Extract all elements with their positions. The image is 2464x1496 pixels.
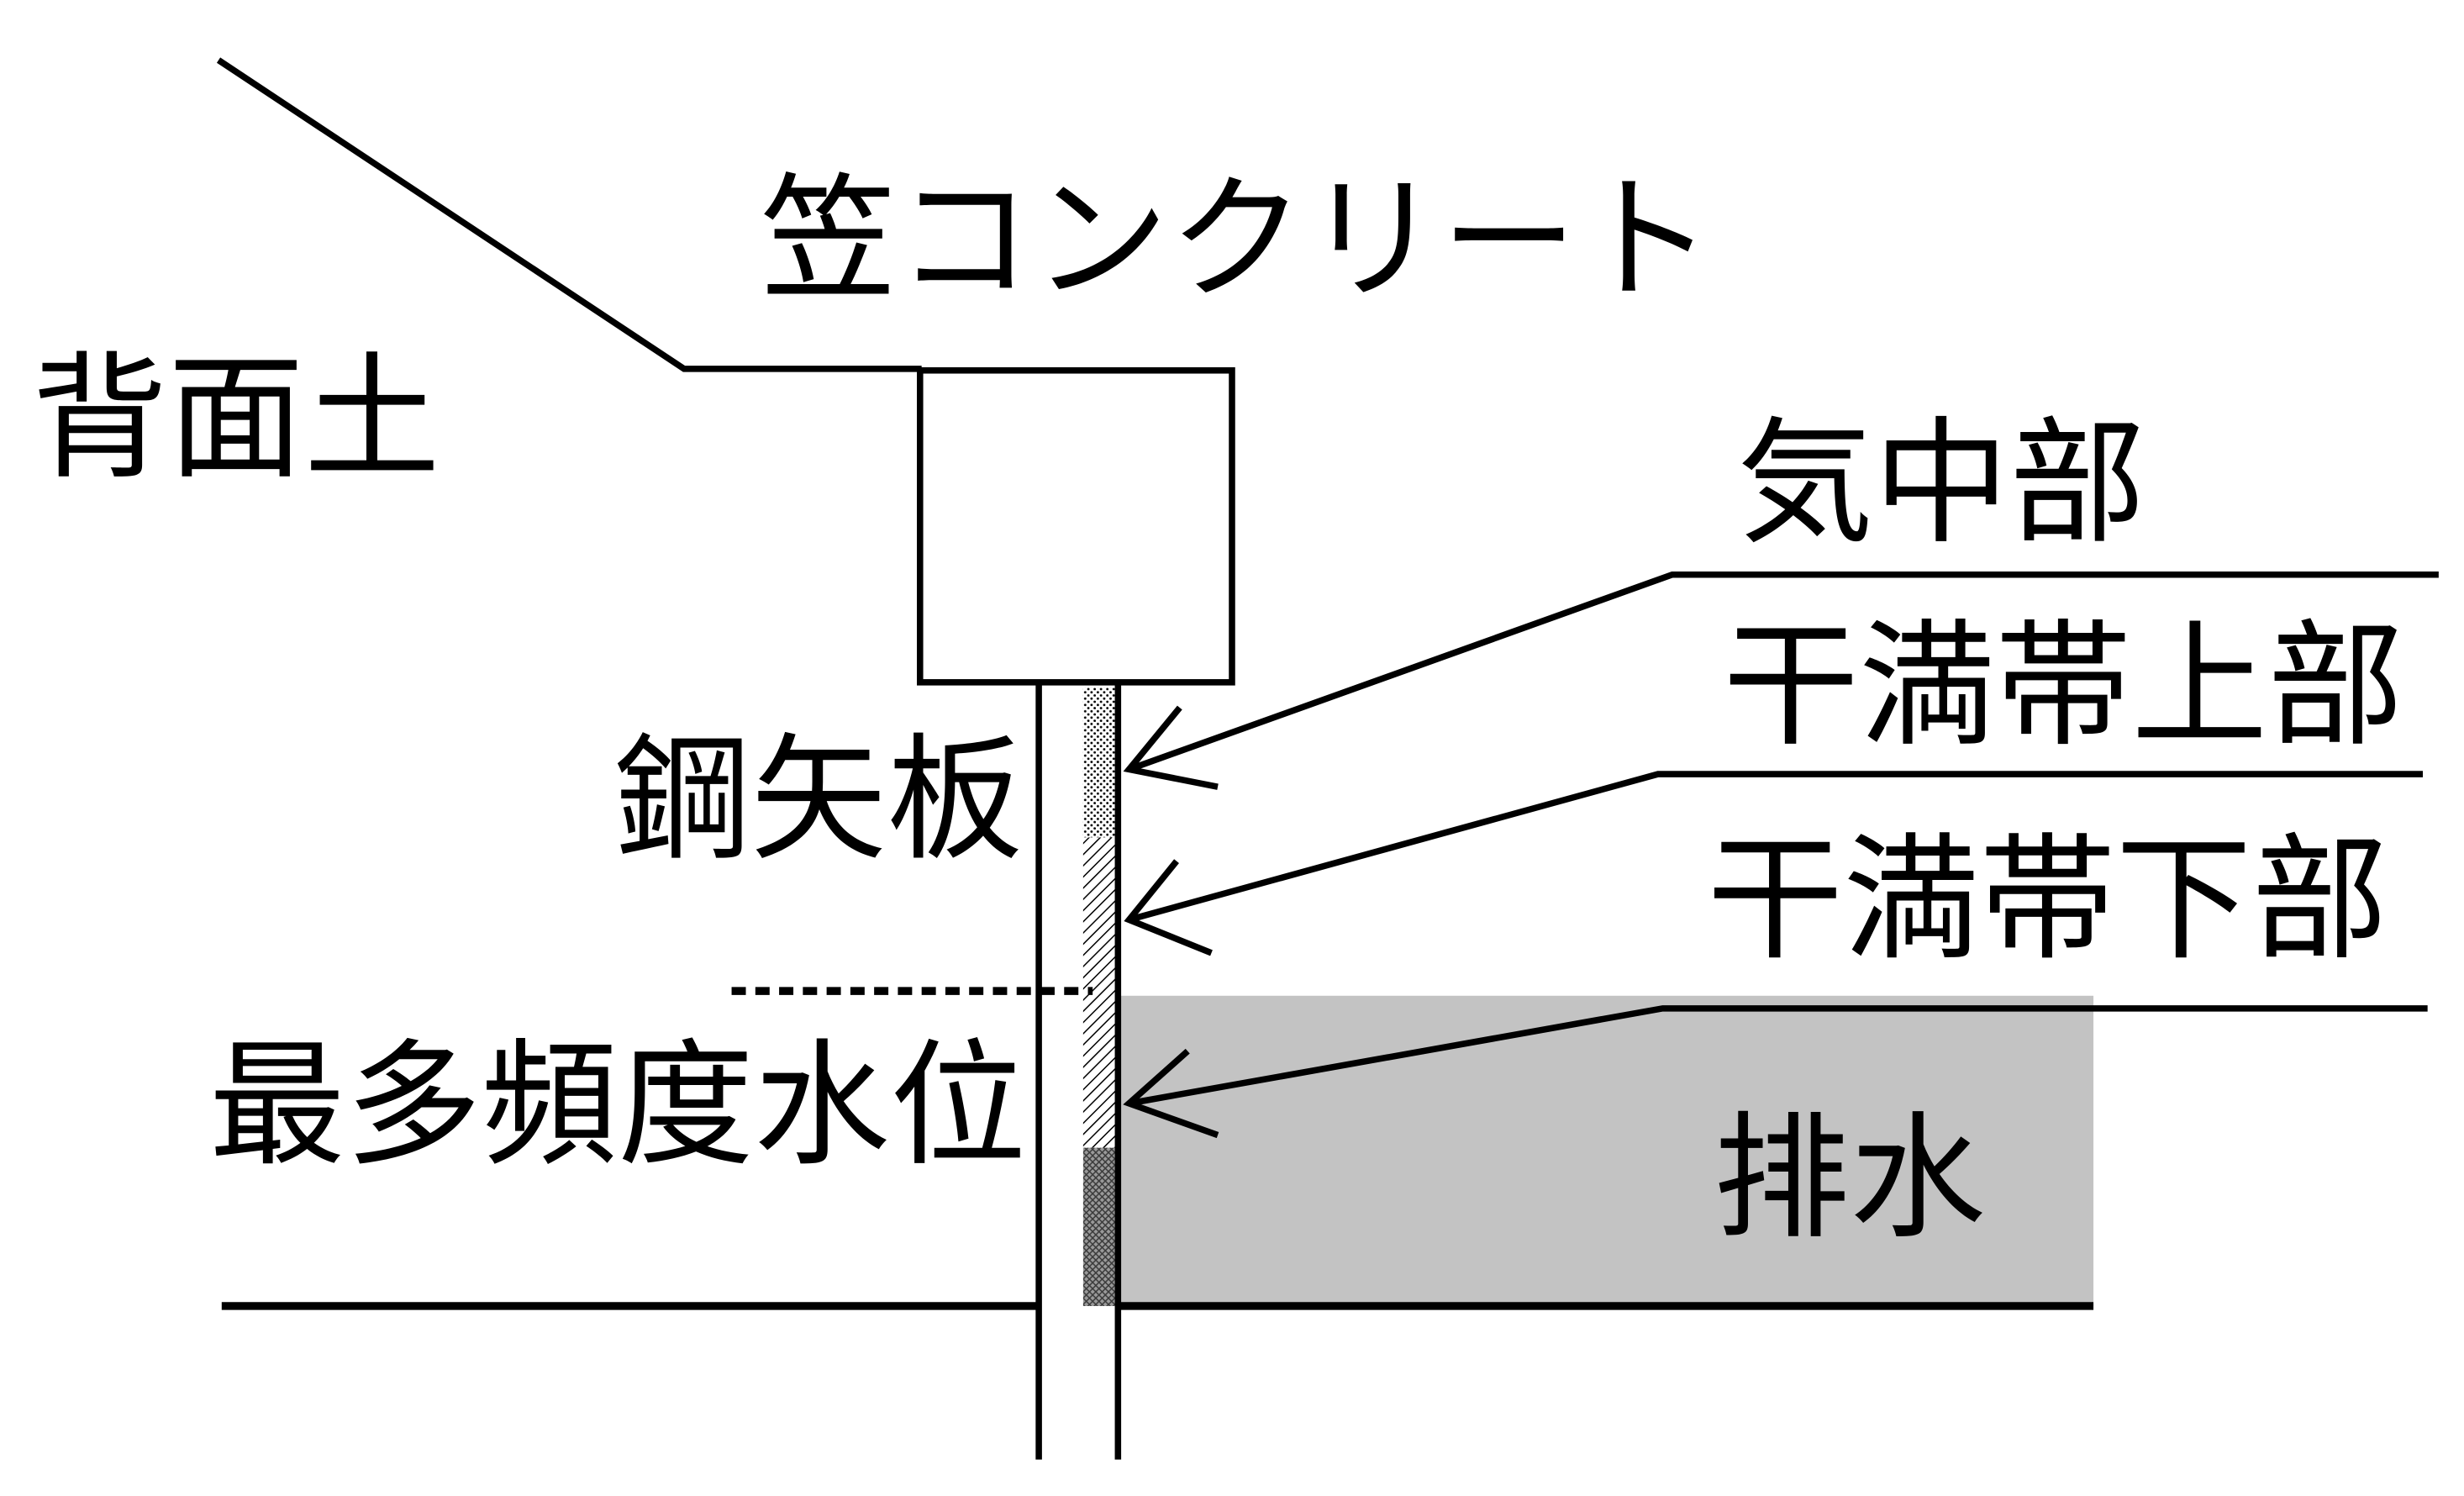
tidal-lower-leader: [1123, 1005, 2428, 1139]
water-level-label: 最多頻度水位: [209, 1027, 1026, 1185]
tidal-lower-label: 干満帯下部: [1707, 821, 2388, 979]
cap-concrete-label: 笠コンクリート: [760, 161, 1713, 319]
water-area: [1119, 995, 2094, 1306]
drainage-label: 排水: [1714, 1100, 1986, 1258]
tidal-upper-label: 干満帯上部: [1723, 608, 2403, 766]
submerged-zone-texture: [1082, 1147, 1117, 1306]
atmospheric-zone-leader: [1123, 571, 2439, 790]
atmospheric-zone-texture: [1082, 687, 1117, 838]
atmospheric-zone-label: 気中部: [1737, 405, 2145, 563]
backfill-soil-label: 背面土: [32, 340, 440, 498]
backfill-ground-line: [216, 57, 922, 372]
cap-concrete-block: [917, 366, 1235, 686]
tidal-upper-leader: [1124, 771, 2424, 956]
steel-sheet-pile-label: 鋼矢板: [614, 722, 1023, 880]
